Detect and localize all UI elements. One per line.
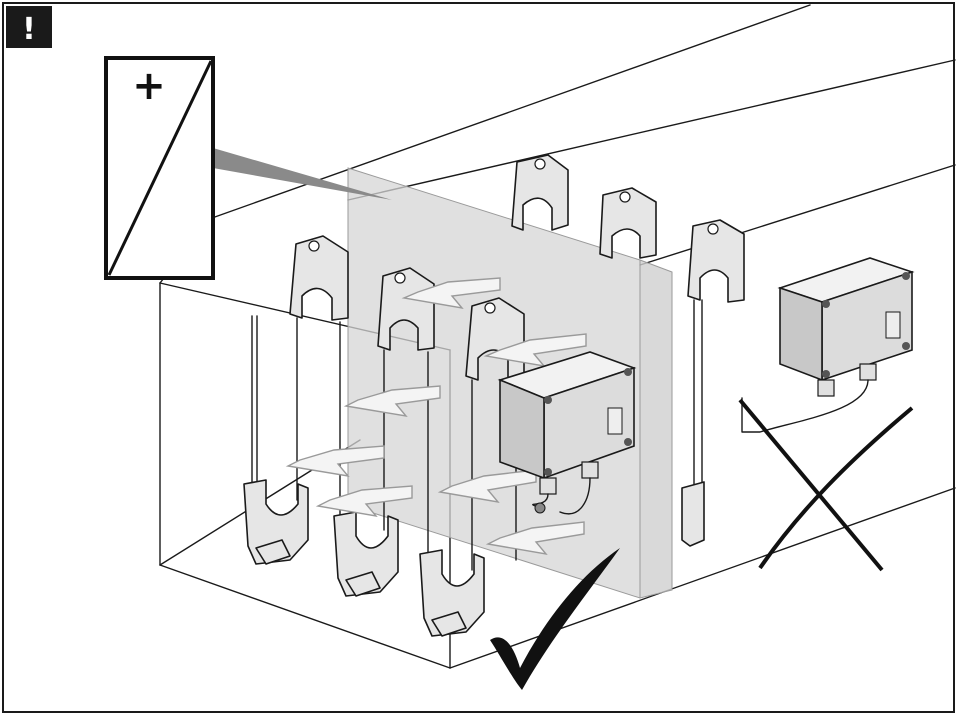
- check-mark-icon: [490, 548, 620, 690]
- duct-front-bottom-edge: [159, 564, 451, 669]
- duct-top-right-edge: [347, 59, 956, 201]
- cross-mark-icon: [738, 398, 914, 572]
- front-bracket-1: [243, 235, 349, 565]
- plus-icon: +: [132, 63, 166, 109]
- mounting-plane-edge: [639, 259, 673, 599]
- rear-bracket-3: [681, 219, 745, 547]
- airflow-arrow-5: [483, 333, 587, 368]
- airflow-arrow-4: [315, 485, 413, 518]
- controller-housing-correct: [497, 351, 637, 515]
- airflow-arrows: [285, 277, 587, 556]
- airflow-arrow-2: [343, 385, 441, 418]
- rear-mounting-brackets: [511, 154, 745, 547]
- rear-bracket-2: [599, 187, 657, 259]
- airflow-arrow-3: [285, 445, 385, 478]
- airflow-arrow-6: [437, 469, 537, 504]
- airflow-arrow-7: [485, 521, 585, 556]
- callout-pointer: [213, 148, 392, 200]
- warning-badge-background: [6, 6, 52, 48]
- front-bracket-2: [333, 267, 435, 597]
- warning-badge: !: [6, 6, 52, 48]
- capillary-sensors: [243, 235, 525, 637]
- rear-bracket-1: [511, 154, 569, 231]
- detail-callout: +: [104, 56, 392, 280]
- exclamation-icon: !: [22, 12, 36, 47]
- duct-right-wall-top: [639, 164, 956, 266]
- controller-housing-incorrect: [741, 257, 915, 433]
- airflow-arrow-1: [401, 277, 501, 310]
- callout-diagonal: [107, 60, 213, 276]
- duct-bottom-right-edge: [449, 487, 956, 669]
